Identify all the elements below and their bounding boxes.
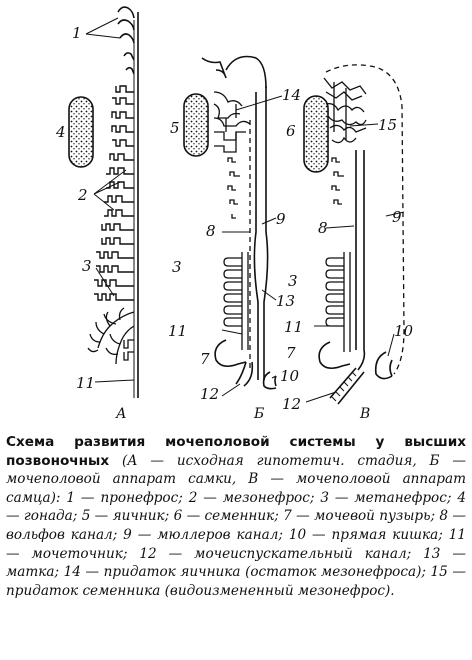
label-b-12: 12 (200, 385, 219, 403)
label-c-10: 10 (394, 322, 414, 340)
leader-lines (85, 17, 405, 403)
label-c-7: 7 (286, 344, 296, 362)
label-b-14: 14 (282, 86, 301, 104)
label-c-3: 3 (288, 272, 298, 290)
label-b-5: 5 (170, 119, 180, 137)
caption-body: (А — исходная гипотетич. стадия, Б — моч… (6, 452, 466, 599)
label-b-3: 3 (172, 258, 182, 276)
panel-letter-a: А (115, 406, 127, 422)
diagram-canvas: 1 4 2 3 11 5 14 8 9 3 13 11 7 10 12 6 15… (55, 6, 414, 422)
panel-c-drawing (318, 64, 405, 405)
figure-caption: Схема развития мочеполовой системы у выс… (6, 433, 466, 600)
label-c-9: 9 (392, 208, 402, 226)
panel-a-drawing (87, 6, 139, 398)
panel-a-gonad (68, 96, 94, 168)
panel-c-testis (303, 95, 329, 173)
label-c-6: 6 (286, 122, 296, 140)
label-b-8: 8 (206, 222, 216, 240)
panel-b-drawing (201, 55, 277, 390)
panel-b-ovary (183, 93, 209, 157)
label-a-2: 2 (77, 186, 88, 204)
caption-title: Схема развития мочеполовой системы у выс… (6, 434, 466, 469)
label-c-11: 11 (284, 318, 303, 336)
label-a-3: 3 (82, 257, 92, 275)
label-c-12: 12 (282, 395, 301, 413)
label-a-1: 1 (72, 24, 82, 42)
anatomical-diagram: 1 4 2 3 11 5 14 8 9 3 13 11 7 10 12 6 15… (55, 6, 414, 422)
label-c-8: 8 (318, 219, 328, 237)
label-c-15: 15 (378, 116, 397, 134)
panel-letter-b: Б (253, 406, 264, 422)
label-a-11: 11 (76, 374, 95, 392)
label-b-7: 7 (200, 350, 210, 368)
label-b-11: 11 (168, 322, 187, 340)
label-b-9: 9 (276, 210, 286, 228)
label-a-4: 4 (55, 123, 66, 141)
label-b-13: 13 (276, 292, 295, 310)
label-b-10: 10 (280, 367, 300, 385)
panel-letter-c: В (359, 406, 370, 422)
